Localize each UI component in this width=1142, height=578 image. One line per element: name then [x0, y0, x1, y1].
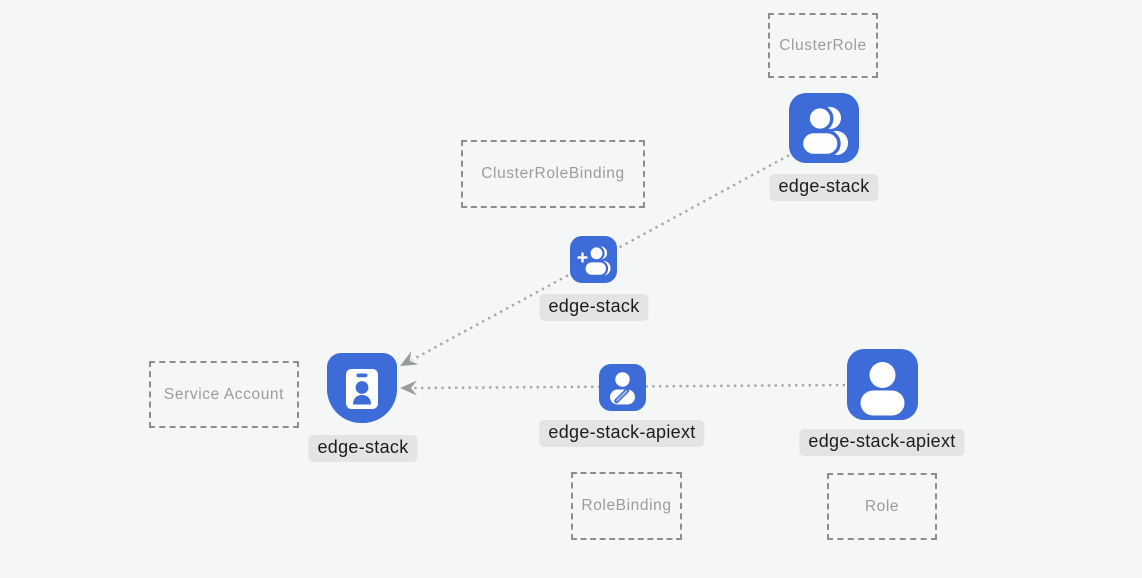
- clusterrole-type-label: ClusterRole: [779, 36, 867, 54]
- clusterrole-entity-label: edge-stack: [769, 174, 879, 201]
- arrowhead-horizontal: [400, 380, 417, 396]
- role-type-label: Role: [864, 497, 900, 515]
- users-icon: [799, 104, 848, 158]
- clusterrole-entity-icon: [789, 93, 859, 163]
- serviceaccount-entity-icon: [327, 353, 397, 423]
- clusterrolebinding-type-label: ClusterRoleBinding: [481, 165, 625, 182]
- user-add-icon: [577, 245, 611, 277]
- rolebinding-entity-label: edge-stack-apiext: [539, 420, 705, 447]
- rolebinding-type-box: RoleBinding: [571, 472, 682, 540]
- user-icon: [860, 362, 905, 416]
- role-entity-label: edge-stack-apiext: [799, 429, 965, 456]
- clusterrolebinding-entity-icon: [570, 236, 617, 283]
- clusterrole-type-box: ClusterRole: [768, 13, 878, 78]
- clusterrolebinding-type-box: ClusterRoleBinding: [461, 140, 645, 208]
- serviceaccount-type-label: Service Account: [163, 385, 285, 403]
- role-type-box: Role: [827, 473, 937, 540]
- user-edit-icon: [610, 372, 635, 405]
- rolebinding-type-label: RoleBinding: [581, 497, 672, 514]
- role-entity-icon: [847, 349, 918, 420]
- clusterrolebinding-entity-label: edge-stack: [539, 294, 649, 321]
- serviceaccount-entity-label: edge-stack: [308, 435, 418, 462]
- id-badge-icon: [346, 369, 378, 409]
- serviceaccount-type-box: Service Account: [149, 361, 299, 428]
- arrowhead-diagonal: [400, 351, 419, 366]
- rolebinding-entity-icon: [599, 364, 646, 411]
